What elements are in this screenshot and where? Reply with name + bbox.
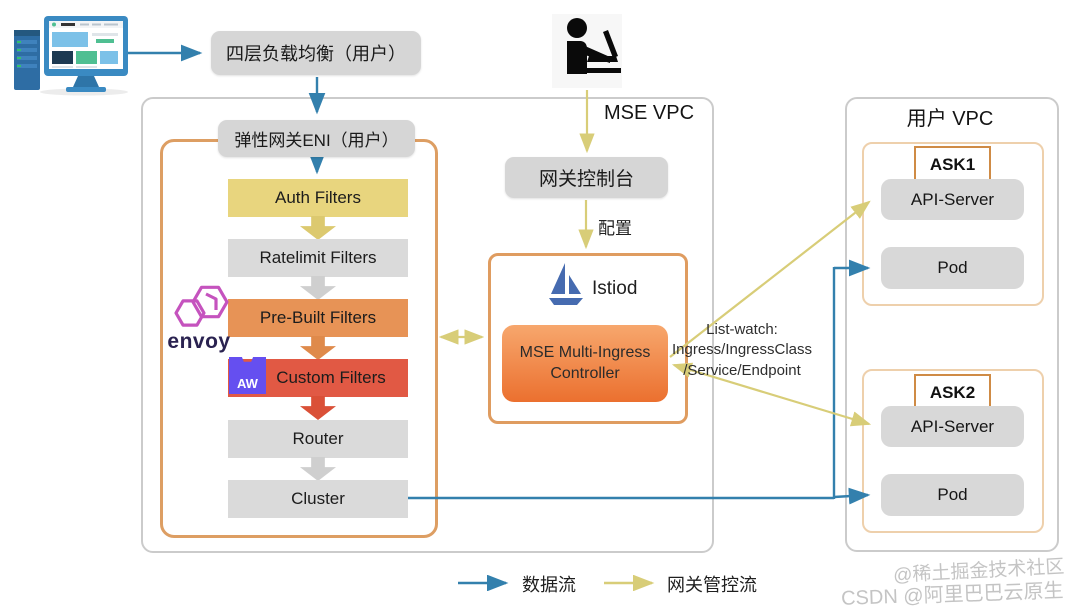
envoy-logo	[174, 285, 229, 327]
ask2-label: ASK2	[914, 374, 991, 411]
ask2-api-server-node: API-Server	[881, 406, 1024, 447]
config-label: 配置	[598, 219, 632, 238]
mse-multi-ingress-controller-node: MSE Multi-Ingress Controller	[502, 325, 668, 402]
legend-control-flow-arrow	[604, 575, 655, 591]
filter-prebuilt: Pre-Built Filters	[228, 299, 408, 337]
ask1-api-server-node: API-Server	[881, 179, 1024, 220]
filter-router: Router	[228, 420, 408, 458]
watermark-csdn: CSDN @阿里巴巴云原生	[840, 580, 1064, 610]
listwatch-line3: /Service/Endpoint	[683, 361, 801, 379]
user-vpc-label: 用户 VPC	[906, 108, 994, 130]
listwatch-line2: Ingress/IngressClass	[671, 341, 813, 359]
istiod-label: Istiod	[592, 278, 638, 299]
eni-node: 弹性网关ENI（用户）	[218, 120, 415, 157]
legend-data-flow-arrow	[458, 575, 509, 591]
wasm-aw-icon: AW	[229, 357, 266, 394]
legend-data-flow-label: 数据流	[522, 575, 576, 595]
mse-vpc-label: MSE VPC	[604, 102, 695, 124]
l4-loadbalancer-node: 四层负载均衡（用户）	[211, 31, 421, 75]
listwatch-line1: List-watch:	[706, 321, 778, 338]
filter-cluster: Cluster	[228, 480, 408, 518]
person-laptop-icon	[552, 14, 622, 88]
ask1-label: ASK1	[914, 146, 991, 183]
listwatch-annotation: List-watch: Ingress/IngressClass /Servic…	[662, 320, 822, 381]
envoy-logo-label: envoy	[167, 330, 231, 353]
ask2-pod-node: Pod	[881, 474, 1024, 516]
legend-control-flow-label: 网关管控流	[667, 575, 757, 595]
server-monitor-icon	[14, 16, 128, 96]
istio-sailboat-logo	[549, 263, 583, 305]
ask1-pod-node: Pod	[881, 247, 1024, 289]
gateway-console-node: 网关控制台	[505, 157, 668, 198]
filter-ratelimit: Ratelimit Filters	[228, 239, 408, 277]
filter-auth: Auth Filters	[228, 179, 408, 217]
